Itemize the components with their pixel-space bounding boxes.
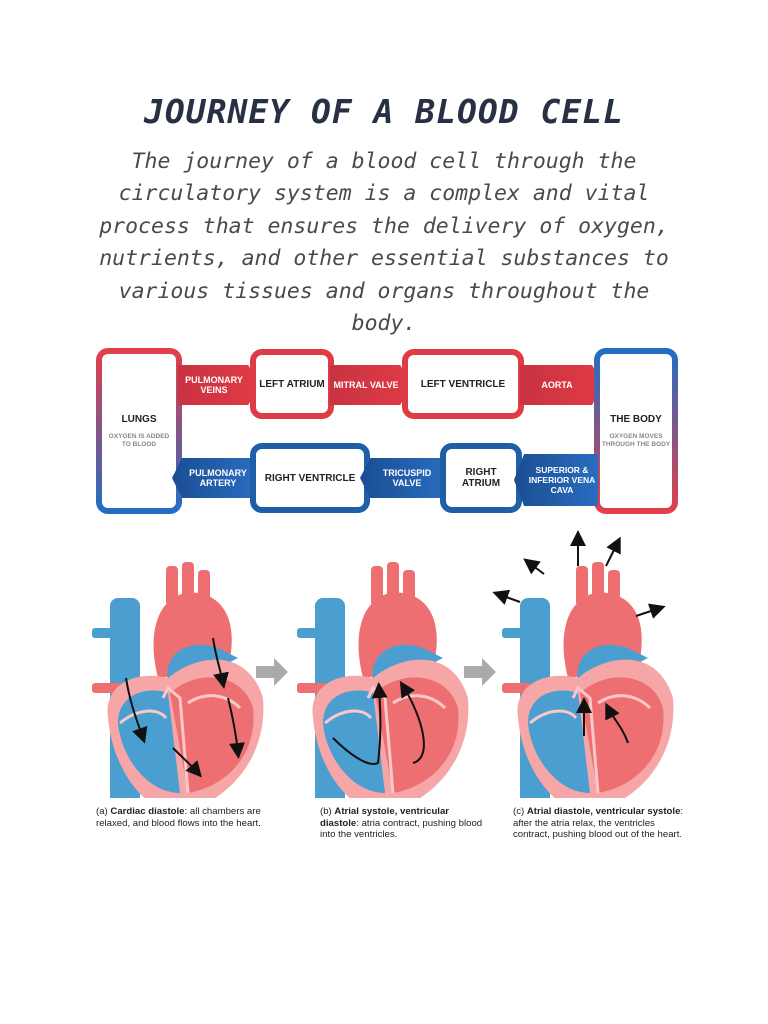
left-ventricle-box: LEFT VENTRICLE bbox=[402, 349, 524, 419]
caption-c-letter: (c) bbox=[513, 806, 525, 817]
transition-arrow-1 bbox=[256, 658, 288, 686]
caption-b-letter: (b) bbox=[320, 806, 332, 817]
arrow-out-left-1 bbox=[523, 558, 545, 575]
caption-b: (b) Atrial systole, ventricular diastole… bbox=[320, 806, 490, 841]
body-box: THE BODY OXYGEN MOVES THROUGH THE BODY bbox=[594, 348, 678, 514]
vena-cava-arrow: SUPERIOR & INFERIOR VENA CAVA bbox=[514, 454, 598, 506]
caption-a-bold: Cardiac diastole bbox=[110, 806, 185, 817]
pulmonary-veins-arrow: PULMONARY VEINS bbox=[178, 365, 258, 405]
arrow-out-right bbox=[635, 603, 666, 619]
pulmonary-artery-arrow: PULMONARY ARTERY bbox=[172, 458, 256, 498]
arrow-out-left-2 bbox=[492, 589, 521, 605]
heart-c bbox=[500, 560, 675, 798]
lungs-label: LUNGS bbox=[121, 413, 157, 425]
body-sub: OXYGEN MOVES THROUGH THE BODY bbox=[601, 432, 671, 448]
caption-c-bold: Atrial diastole, ventricular systole bbox=[526, 806, 681, 817]
caption-b-text: : atria contract, pushing blood into the… bbox=[320, 817, 483, 841]
caption-a-text: : all chambers are relaxed, and blood fl… bbox=[96, 806, 261, 829]
body-label: THE BODY bbox=[610, 413, 662, 425]
caption-a: (a) Cardiac diastole: all chambers are r… bbox=[96, 806, 296, 829]
transition-arrow-2 bbox=[464, 658, 496, 686]
caption-c: (c) Atrial diastole, ventricular systole… bbox=[513, 806, 689, 841]
caption-a-letter: (a) bbox=[96, 806, 108, 817]
right-ventricle-box: RIGHT VENTRICLE bbox=[250, 443, 370, 513]
aorta-arrow: AORTA bbox=[520, 365, 602, 405]
mitral-valve-arrow: MITRAL VALVE bbox=[330, 365, 410, 405]
heart-b bbox=[295, 560, 470, 798]
right-atrium-box: RIGHT ATRIUM bbox=[440, 443, 522, 513]
intro-paragraph: The journey of a blood cell through the … bbox=[99, 149, 669, 337]
heart-a bbox=[90, 560, 265, 798]
tricuspid-valve-arrow: TRICUSPID VALVE bbox=[360, 458, 446, 498]
left-atrium-box: LEFT ATRIUM bbox=[250, 349, 334, 419]
caption-b-bold: Atrial systole, ventricular diastole bbox=[320, 806, 450, 829]
lungs-sub: OXYGEN IS ADDED TO BLOOD bbox=[108, 432, 170, 448]
arrow-out-up-2 bbox=[605, 536, 621, 567]
lungs-box: LUNGS OXYGEN IS ADDED TO BLOOD bbox=[96, 348, 182, 514]
page-title: JOURNEY OF A BLOOD CELL bbox=[144, 92, 624, 131]
heart-cycle-illustration bbox=[90, 530, 675, 798]
caption-c-text: : after the atria relax, the ventricles … bbox=[513, 806, 684, 840]
